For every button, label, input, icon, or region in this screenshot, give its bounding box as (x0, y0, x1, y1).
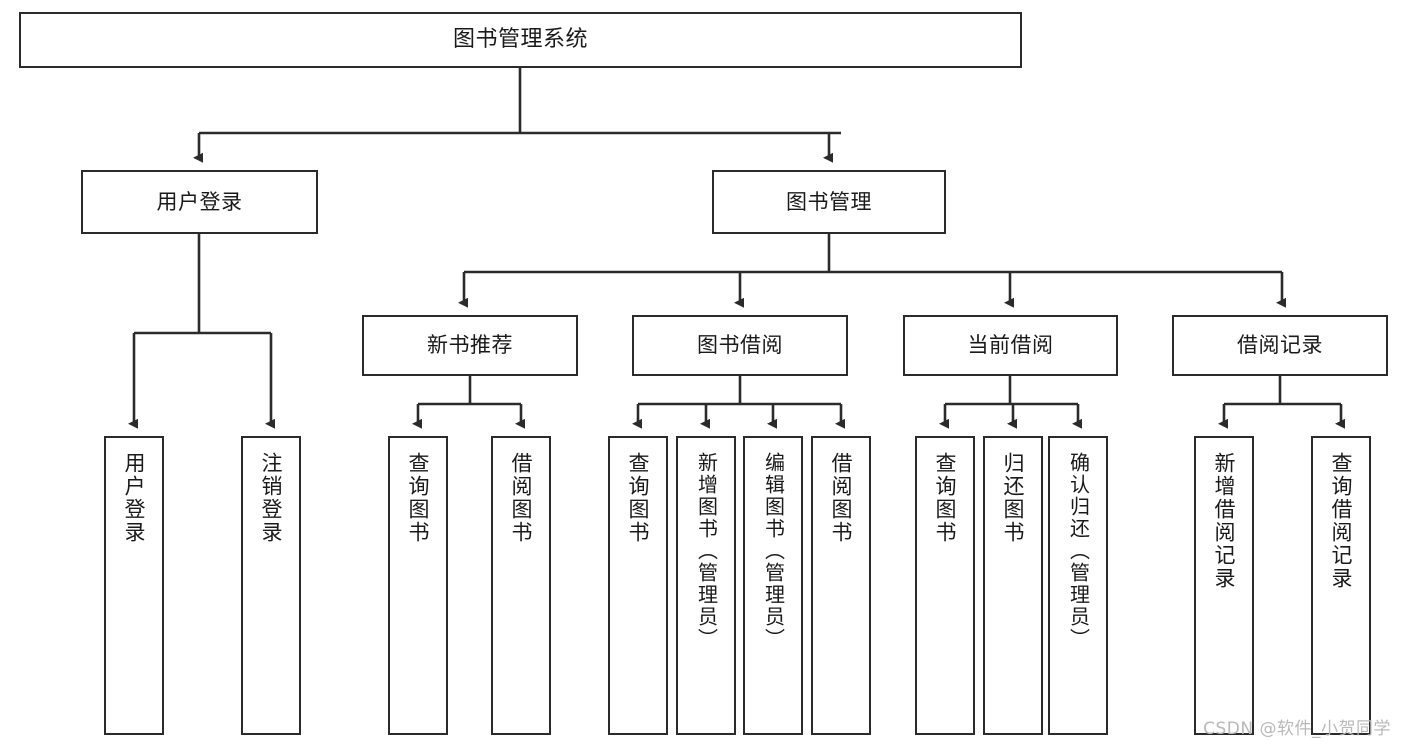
node-book-borrow[interactable]: 图书借阅 (632, 315, 848, 376)
node-label: 查询图书 (933, 452, 958, 544)
leaf-logout[interactable]: 注销登录 (241, 436, 301, 735)
leaf-new-book-borrow-book[interactable]: 借阅图书 (491, 436, 551, 735)
leaf-borrow-query-book[interactable]: 查询图书 (608, 436, 668, 735)
node-label: 新增图书（管理员） (694, 452, 719, 650)
leaf-borrow-edit-book-admin[interactable]: 编辑图书（管理员） (743, 436, 803, 735)
leaf-record-add-record[interactable]: 新增借阅记录 (1194, 436, 1254, 735)
leaf-new-book-query-book[interactable]: 查询图书 (388, 436, 448, 735)
node-label: 当前借阅 (967, 333, 1054, 358)
leaf-borrow-add-book-admin[interactable]: 新增图书（管理员） (676, 436, 736, 735)
node-label: 查询图书 (406, 452, 431, 544)
leaf-borrow-borrow-book[interactable]: 借阅图书 (811, 436, 871, 735)
node-label: 新增借阅记录 (1212, 452, 1237, 590)
node-label: 确认归还（管理员） (1066, 452, 1091, 650)
node-label: 图书管理系统 (452, 27, 588, 53)
watermark-text: CSDN @软件_小贺同学 (1203, 719, 1391, 739)
node-borrow-record[interactable]: 借阅记录 (1172, 315, 1388, 376)
node-label: 借阅图书 (829, 452, 854, 544)
node-label: 图书借阅 (697, 333, 783, 358)
node-label: 借阅记录 (1237, 333, 1323, 358)
node-label: 编辑图书（管理员） (761, 452, 786, 650)
node-label: 借阅图书 (509, 452, 534, 544)
node-book-management[interactable]: 图书管理 (712, 170, 946, 234)
node-new-book-recommend[interactable]: 新书推荐 (362, 315, 578, 376)
leaf-user-login[interactable]: 用户登录 (104, 436, 164, 735)
node-label: 归还图书 (1001, 452, 1026, 544)
node-user-login[interactable]: 用户登录 (81, 170, 318, 234)
leaf-current-query-book[interactable]: 查询图书 (915, 436, 975, 735)
node-label: 用户登录 (122, 452, 147, 544)
node-label: 查询借阅记录 (1329, 452, 1354, 590)
node-label: 查询图书 (626, 452, 651, 544)
node-label: 注销登录 (259, 452, 284, 544)
leaf-current-return-book[interactable]: 归还图书 (983, 436, 1043, 735)
node-root-system[interactable]: 图书管理系统 (19, 12, 1022, 68)
node-label: 用户登录 (156, 189, 243, 214)
leaf-record-query-record[interactable]: 查询借阅记录 (1311, 436, 1371, 735)
node-label: 图书管理 (786, 189, 872, 214)
leaf-current-confirm-return-admin[interactable]: 确认归还（管理员） (1048, 436, 1108, 735)
node-label: 新书推荐 (427, 333, 513, 358)
node-current-borrow[interactable]: 当前借阅 (903, 315, 1118, 376)
